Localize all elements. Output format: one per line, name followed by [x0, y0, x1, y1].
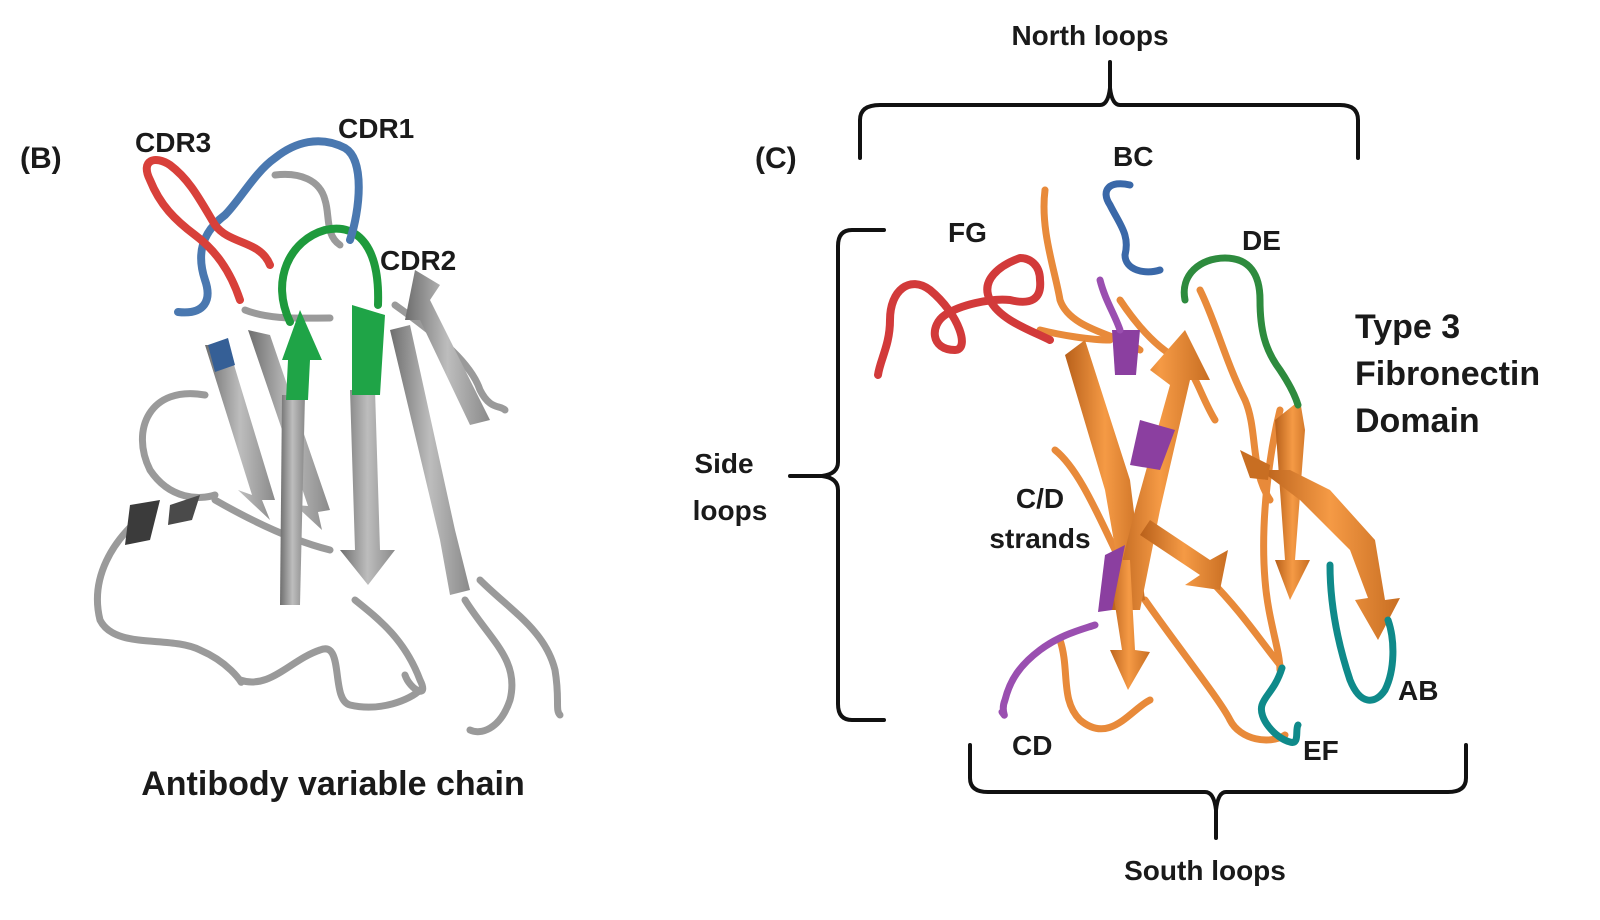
strand-b1: [205, 345, 275, 520]
cdr2-loop: [278, 224, 383, 326]
strand-b5: [390, 325, 470, 595]
north-bracket: [858, 60, 1360, 160]
fg-label: FG: [948, 217, 987, 248]
antibody-strands: [125, 270, 490, 605]
cdr1-loop: [174, 137, 363, 317]
domain-title-3: Domain: [1355, 402, 1480, 440]
strands-label-1: C/D: [1016, 483, 1064, 514]
cdr2-strand-left: [282, 310, 322, 400]
ab-loop: [1326, 561, 1397, 704]
strand-b7: [125, 500, 160, 545]
strand-c1: [1065, 340, 1145, 605]
fg-loop: [874, 254, 1054, 379]
cdr2-region: [278, 224, 385, 400]
strand-c5: [1275, 400, 1310, 600]
strand-b8: [168, 495, 200, 525]
ef-loop: [1257, 664, 1302, 746]
cdr3-loop: [142, 156, 274, 304]
ab-label: AB: [1398, 675, 1438, 706]
cdr1-label: CDR1: [338, 113, 414, 144]
bc-to-cd-purple: [1096, 276, 1124, 334]
north-loops-label: North loops: [1011, 20, 1168, 51]
domain-title-2: Fibronectin: [1355, 355, 1540, 393]
cdr1-strand-end: [208, 338, 235, 372]
cd-strand-purple-3: [1098, 545, 1125, 612]
fibronectin-strands: [1065, 330, 1400, 690]
cd-strand-purple: [1112, 330, 1140, 375]
strand-c7: [1240, 450, 1270, 480]
side-loops-label-2: loops: [693, 495, 768, 526]
cd-strand-purple-2: [1130, 420, 1175, 470]
antibody-backbone: [93, 170, 564, 736]
strand-c4: [1140, 520, 1228, 590]
panel-c: (C) North loops South loops Side loops: [693, 20, 1540, 886]
panel-b-caption: Antibody variable chain: [141, 765, 525, 803]
panel-c-label: (C): [755, 142, 797, 175]
strands-label-2: strands: [989, 523, 1090, 554]
side-bracket: [788, 228, 886, 722]
panel-b: (B): [20, 113, 564, 803]
strand-b4: [340, 390, 395, 585]
domain-title-1: Type 3: [1355, 308, 1460, 346]
strand-b6: [405, 270, 490, 425]
de-loop: [1180, 254, 1302, 409]
south-loops-label: South loops: [1124, 855, 1286, 886]
cd-loop: [998, 621, 1099, 719]
strand-b3: [280, 395, 305, 605]
ef-label: EF: [1303, 735, 1339, 766]
cdr3-label: CDR3: [135, 127, 211, 158]
strand-c3: [1108, 560, 1150, 690]
side-loops-label-1: Side: [694, 448, 753, 479]
de-label: DE: [1242, 225, 1281, 256]
cd-label: CD: [1012, 730, 1052, 761]
cdr2-strand-right: [352, 305, 385, 395]
bc-loop: [1102, 180, 1164, 276]
south-bracket: [968, 743, 1468, 840]
bc-label: BC: [1113, 141, 1153, 172]
cdr2-label: CDR2: [380, 245, 456, 276]
panel-b-label: (B): [20, 142, 62, 175]
